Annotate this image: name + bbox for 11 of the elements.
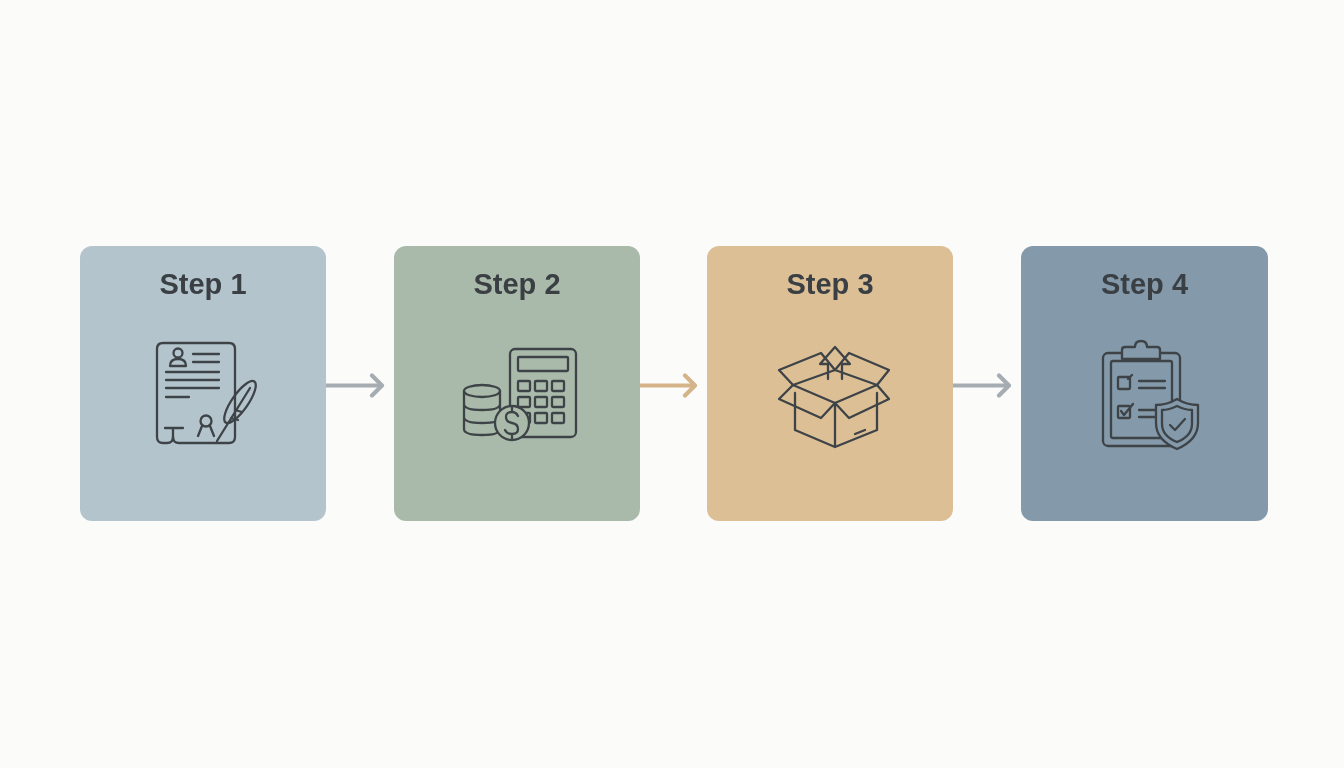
arrow [640, 373, 698, 398]
step-card [394, 246, 640, 521]
step-title: Step 1 [159, 267, 247, 302]
step-title: Step 4 [1101, 267, 1188, 302]
arrow [326, 373, 385, 398]
step-title: Step 3 [786, 267, 874, 302]
step-card [80, 246, 326, 521]
step-title: Step 2 [473, 267, 561, 302]
step-card [707, 246, 953, 521]
step-card [1021, 246, 1268, 521]
arrow [953, 373, 1012, 398]
